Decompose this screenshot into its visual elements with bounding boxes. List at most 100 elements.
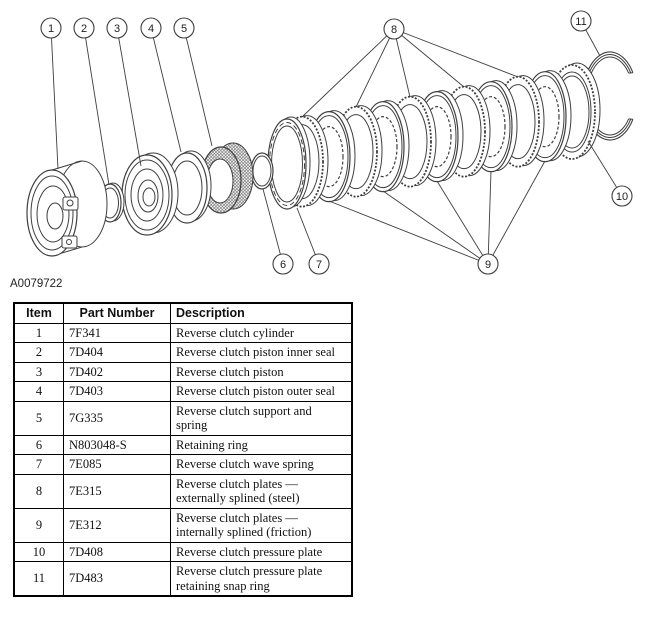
callout-number: 4 <box>148 23 154 35</box>
part-wave-spring <box>267 116 311 210</box>
leader-line <box>183 27 213 147</box>
part-retaining-ring <box>250 152 274 190</box>
leader-line <box>116 27 142 167</box>
callout-number: 7 <box>316 259 322 271</box>
part-number-cell: 7E315 <box>63 473 171 509</box>
item-cell: 9 <box>13 507 64 543</box>
leader-lines <box>50 20 623 265</box>
callout-number: 1 <box>48 23 54 35</box>
part-number-cell: 7F341 <box>63 322 171 343</box>
description-cell: Reverse clutch wave spring <box>170 454 353 475</box>
callout-number: 5 <box>181 23 187 35</box>
callout-9: 9 <box>477 253 499 275</box>
callout-number: 9 <box>485 259 491 271</box>
description-cell: Reverse clutch plates — externally splin… <box>170 473 353 509</box>
callout-circle <box>272 253 294 275</box>
leader-line <box>393 28 465 88</box>
item-cell: 11 <box>13 561 64 597</box>
item-cell: 5 <box>13 400 64 436</box>
description-cell: Reverse clutch cylinder <box>170 322 353 343</box>
item-cell: 6 <box>13 434 64 455</box>
part-support-spring <box>200 142 254 214</box>
callout-11: 11 <box>570 10 592 32</box>
callout-10: 10 <box>611 185 633 207</box>
part-number-cell: 7E312 <box>63 507 171 543</box>
callout-3: 3 <box>106 17 128 39</box>
description-cell: Reverse clutch piston outer seal <box>170 381 353 402</box>
part-number-cell: N803048-S <box>63 434 171 455</box>
leader-line <box>487 170 492 265</box>
description-cell: Retaining ring <box>170 434 353 455</box>
callouts: 1 2 3 4 5 6 7 8 9 10 11 <box>40 10 633 275</box>
callout-circle <box>611 185 633 207</box>
parts-layer <box>26 51 634 257</box>
column-header-part-number: Part Number <box>63 302 171 324</box>
item-cell: 3 <box>13 361 64 382</box>
part-number-cell: 7E085 <box>63 454 171 475</box>
description-cell: Reverse clutch pressure plate retaining … <box>170 561 353 597</box>
callout-6: 6 <box>272 253 294 275</box>
callout-5: 5 <box>173 17 195 39</box>
callout-number: 11 <box>575 16 586 28</box>
callout-number: 2 <box>81 23 87 35</box>
leader-line <box>393 28 411 98</box>
callout-circle <box>173 17 195 39</box>
callout-circle <box>40 17 62 39</box>
item-cell: 10 <box>13 541 64 562</box>
figure-id-label: A0079722 <box>10 278 62 290</box>
item-cell: 4 <box>13 381 64 402</box>
description-cell: Reverse clutch piston <box>170 361 353 382</box>
exploded-parts-diagram: 1 2 3 4 5 6 7 8 9 10 11 A0079722 <box>10 10 634 290</box>
part-number-cell: 7D402 <box>63 361 171 382</box>
callout-circle <box>73 17 95 39</box>
callout-7: 7 <box>308 253 330 275</box>
callout-circle <box>106 17 128 39</box>
table-header-row: Item Part Number Description <box>13 302 353 324</box>
part-number-cell: 7D483 <box>63 561 171 597</box>
leader-line <box>328 200 489 265</box>
part-number-cell: 7D404 <box>63 342 171 363</box>
description-cell: Reverse clutch piston inner seal <box>170 342 353 363</box>
column-header-description: Description <box>170 302 353 324</box>
item-cell: 8 <box>13 473 64 509</box>
item-cell: 7 <box>13 454 64 475</box>
part-number-cell: 7G335 <box>63 400 171 436</box>
description-cell: Reverse clutch plates — internally splin… <box>170 507 353 543</box>
leader-line <box>382 190 489 265</box>
callout-1: 1 <box>40 17 62 39</box>
leader-line <box>83 27 110 186</box>
callout-circle <box>383 18 405 40</box>
callout-circle <box>140 17 162 39</box>
part-clutch-cylinder <box>26 160 108 257</box>
description-cell: Reverse clutch support and spring <box>170 400 353 436</box>
callout-number: 10 <box>616 191 628 203</box>
leader-line <box>393 28 519 78</box>
column-header-item: Item <box>13 302 64 324</box>
leader-line <box>487 160 546 265</box>
callout-circle <box>570 10 592 32</box>
callout-circle <box>477 253 499 275</box>
leader-line <box>150 27 182 153</box>
leader-line <box>50 27 59 170</box>
callout-number: 6 <box>280 259 286 271</box>
part-piston <box>121 152 179 236</box>
leader-line <box>262 188 284 265</box>
callout-number: 3 <box>114 23 120 35</box>
leader-line <box>436 180 489 265</box>
part-number-cell: 7D403 <box>63 381 171 402</box>
callout-number: 8 <box>391 24 397 36</box>
description-cell: Reverse clutch pressure plate <box>170 541 353 562</box>
callout-4: 4 <box>140 17 162 39</box>
